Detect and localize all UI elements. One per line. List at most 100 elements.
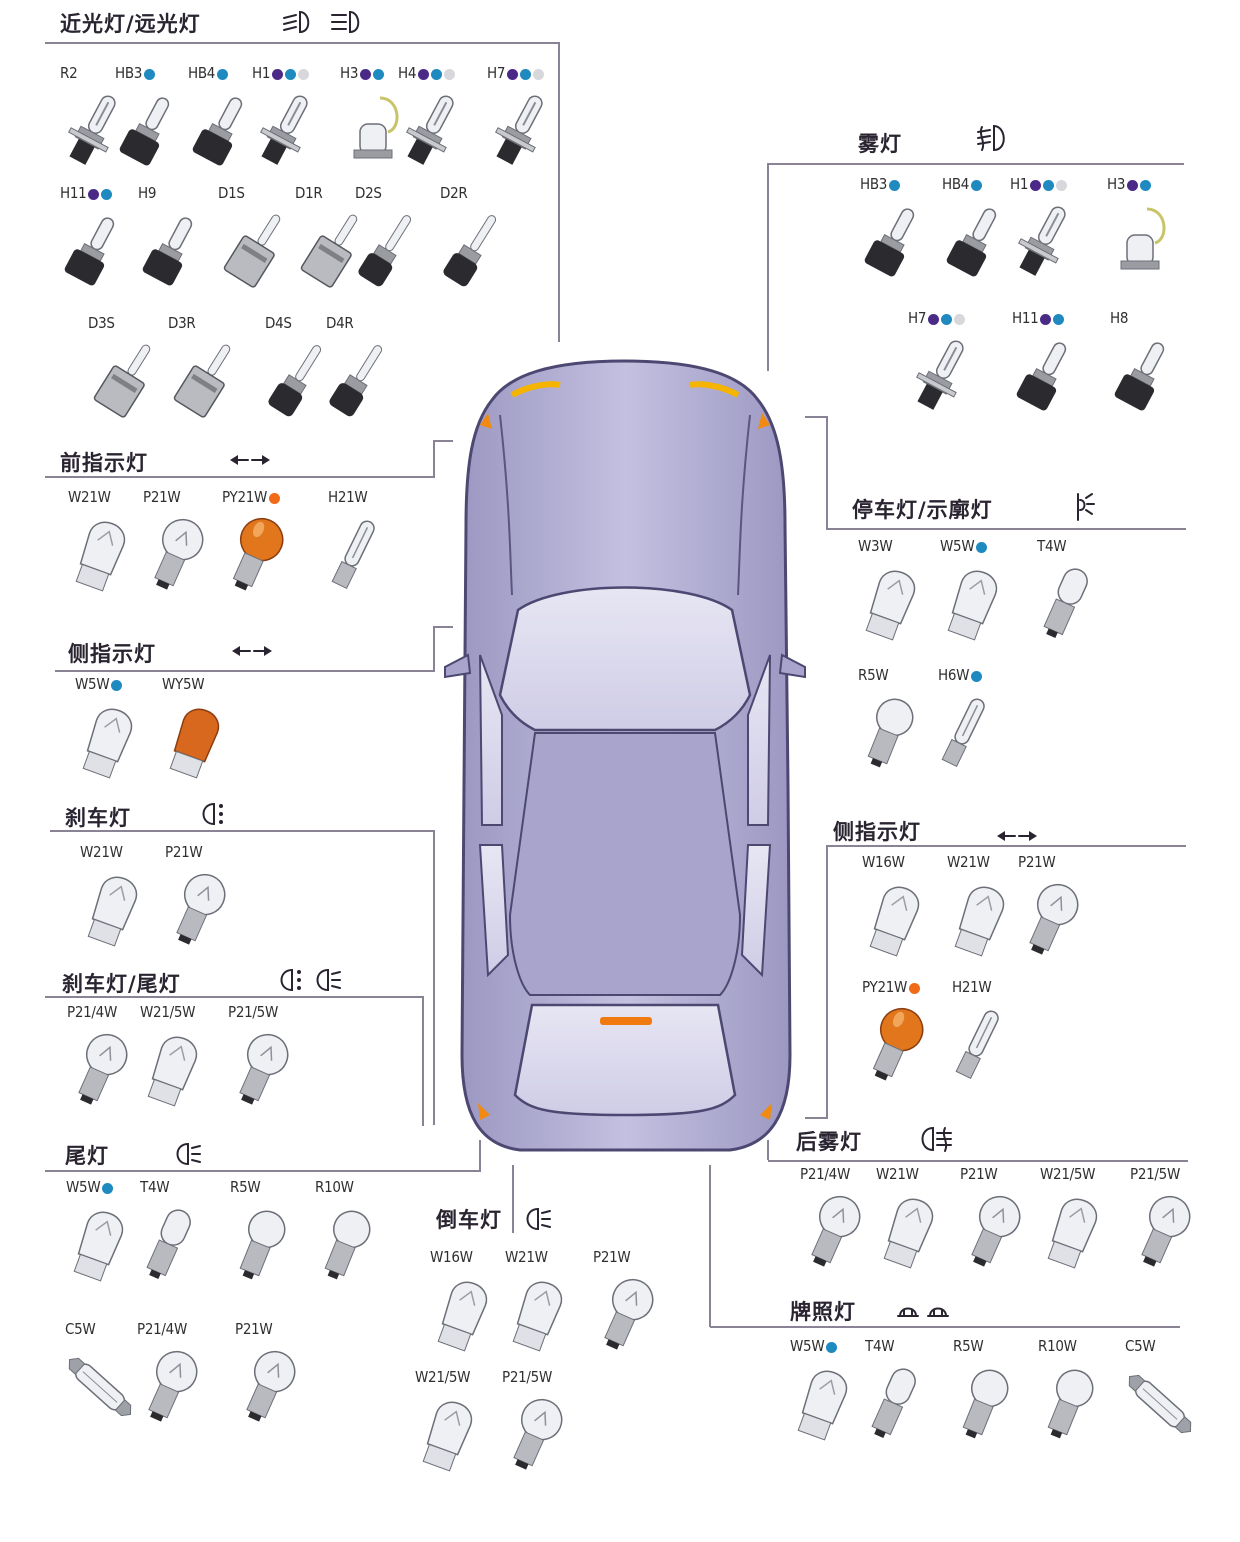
blue-dot-icon: [285, 68, 297, 80]
compatibility-dots: [1030, 176, 1069, 194]
bulb-label: H8: [1110, 309, 1128, 327]
bulb-code: W5W: [75, 675, 110, 693]
bulb-xenon-icon: [295, 208, 373, 298]
bulb-code: D3R: [168, 314, 196, 332]
bulb-code: H1: [1010, 175, 1029, 193]
bulb-code: R5W: [953, 1337, 984, 1355]
bulb-code: W3W: [858, 537, 893, 555]
section-title: 后雾灯: [796, 1130, 862, 1154]
purple-dot-icon: [418, 68, 430, 80]
compatibility-dots: [971, 667, 984, 685]
bulb-code: W21/5W: [415, 1368, 471, 1386]
bulb-label: WY5W: [162, 675, 205, 693]
bulb-label: P21W: [593, 1248, 631, 1266]
bulb-bayonet-icon: [593, 1272, 657, 1366]
section-title: 雾灯: [858, 132, 902, 156]
brake-tail-icon: [272, 966, 348, 998]
bulb-small-icon: [140, 1202, 196, 1292]
bulb-halogen-icon: [60, 88, 124, 178]
leader-line: [767, 1140, 769, 1160]
bulb-code: P21W: [143, 488, 181, 506]
bulb-xenon2-icon: [326, 338, 390, 428]
compatibility-dots: [507, 65, 546, 83]
compatibility-dots: [976, 538, 989, 556]
bulb-code: W16W: [430, 1248, 473, 1266]
blue-dot-icon: [976, 541, 988, 553]
bulb-code: P21W: [593, 1248, 631, 1266]
bulb-code: W5W: [66, 1178, 101, 1196]
bulb-round-icon: [858, 690, 918, 782]
bulb-code: P21W: [165, 843, 203, 861]
bulb-label: T4W: [865, 1337, 895, 1355]
bulb-label: P21/4W: [67, 1003, 117, 1021]
bulb-hb-icon: [60, 208, 124, 298]
compatibility-dots: [102, 1179, 115, 1197]
bulb-label: PY21W: [862, 978, 922, 997]
bulb-label: P21W: [165, 843, 203, 861]
bulb-hb-icon: [1110, 333, 1174, 423]
bulb-label: P21/4W: [137, 1320, 187, 1338]
divider: [710, 1326, 1180, 1328]
bulb-xenon-icon: [88, 338, 166, 428]
bulb-label: W21W: [947, 853, 990, 871]
bulb-label: C5W: [65, 1320, 96, 1338]
bulb-small-icon: [1037, 561, 1093, 651]
blue-dot-icon: [971, 179, 983, 191]
bulb-code: H4: [398, 64, 417, 82]
bulb-bayonet-icon: [137, 1344, 201, 1438]
bulb-code: H8: [1110, 309, 1129, 327]
compatibility-dots: [909, 979, 922, 997]
bulb-wedge-icon: [140, 1027, 204, 1121]
blue-dot-icon: [217, 68, 229, 80]
grey-dot-icon: [533, 68, 545, 80]
leader-line: [826, 845, 828, 1119]
bulb-label: W16W: [862, 853, 905, 871]
low-high-beam-icon: [282, 8, 372, 40]
bulb-xenon-icon: [168, 338, 246, 428]
bulb-code: H21W: [328, 488, 368, 506]
bulb-label: W5W: [940, 537, 989, 556]
bulb-label: P21/5W: [228, 1003, 278, 1021]
bulb-code: W5W: [940, 537, 975, 555]
compatibility-dots: [272, 65, 311, 83]
blue-dot-icon: [144, 68, 156, 80]
bulb-label: W21/5W: [1040, 1165, 1096, 1183]
turn-signal-icon: [230, 643, 274, 662]
bulb-wedge-icon: [1040, 1189, 1104, 1283]
parking-light-icon: [1072, 490, 1096, 526]
bulb-label: T4W: [140, 1178, 170, 1196]
turn-signal-icon: [995, 828, 1039, 847]
bulb-code: P21/4W: [67, 1003, 117, 1021]
bulb-code: W21W: [80, 843, 123, 861]
bulb-code: H7: [908, 309, 927, 327]
bulb-xenon2-icon: [265, 338, 329, 428]
bulb-code: W5W: [790, 1337, 825, 1355]
reverse-light-icon: [518, 1205, 554, 1237]
leader-line: [709, 1165, 711, 1327]
bulb-h3-icon: [340, 88, 404, 178]
leader-line: [558, 42, 560, 342]
bulb-label: R5W: [858, 666, 889, 684]
bulb-xenon2-icon: [440, 208, 504, 298]
bulb-label: H3: [1107, 175, 1153, 194]
section-title: 停车灯/示廓灯: [852, 498, 993, 522]
bulb-label: R5W: [953, 1337, 984, 1355]
bulb-hb-icon: [860, 199, 924, 289]
bulb-wedge-icon: [862, 877, 926, 971]
bulb-code: HB3: [860, 175, 888, 193]
orange-dot-icon: [909, 982, 921, 994]
divider: [768, 163, 1184, 165]
bulb-code: D2R: [440, 184, 468, 202]
bulb-code: W21W: [505, 1248, 548, 1266]
bulb-label: W5W: [790, 1337, 839, 1356]
leader-line: [826, 416, 828, 528]
compatibility-dots: [418, 65, 457, 83]
grey-dot-icon: [1056, 179, 1068, 191]
bulb-label: W16W: [430, 1248, 473, 1266]
compatibility-dots: [1040, 310, 1066, 328]
section-title: 尾灯: [65, 1144, 109, 1168]
divider: [768, 1160, 1188, 1162]
bulb-code: HB4: [942, 175, 970, 193]
bulb-code: W16W: [862, 853, 905, 871]
bulb-code: P21/4W: [800, 1165, 850, 1183]
